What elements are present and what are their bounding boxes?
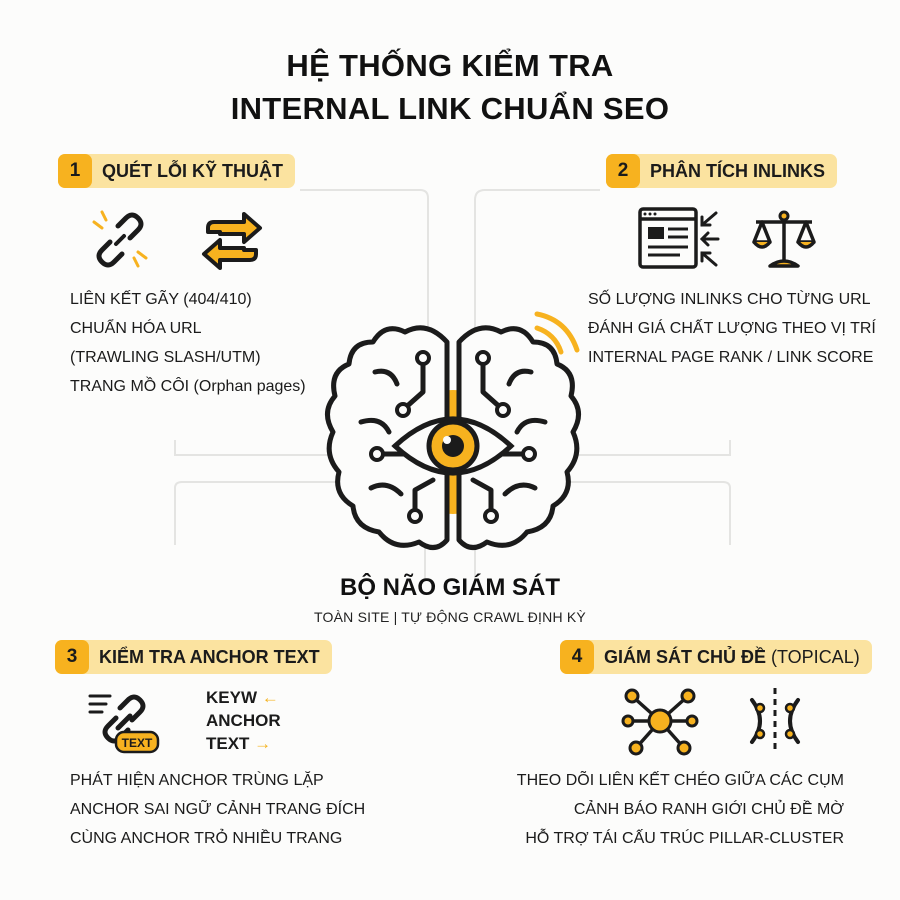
section-2-badge: 2 PHÂN TÍCH INLINKS (606, 154, 837, 188)
keyword-1: KEYW ← (206, 686, 281, 709)
section-2-line: ĐÁNH GIÁ CHẤT LƯỢNG THEO VỊ TRÍ (588, 320, 876, 337)
section-3-line: PHÁT HIỆN ANCHOR TRÙNG LẶP (70, 772, 324, 789)
section-1-label: QUÉT LỖI KỸ THUẬT (102, 160, 283, 181)
section-2-lines: SỐ LƯỢNG INLINKS CHO TỪNG URL ĐÁNH GIÁ C… (588, 285, 876, 372)
section-1-line: LIÊN KẾT GÃY (404/410) (70, 291, 252, 308)
swap-arrows-icon (202, 212, 262, 270)
keyword-3-text: TEXT (206, 734, 250, 753)
center-subtitle: TOÀN SITE | TỰ ĐỘNG CRAWL ĐỊNH KỲ (314, 609, 586, 625)
section-1-badge: 1 QUÉT LỖI KỸ THUẬT (58, 154, 295, 188)
section-4-line: THEO DÕI LIÊN KẾT CHÉO GIỮA CÁC CỤM (516, 772, 844, 789)
section-3-lines: PHÁT HIỆN ANCHOR TRÙNG LẶP ANCHOR SAI NG… (70, 766, 365, 853)
section-4-line: CẢNH BÁO RANH GIỚI CHỦ ĐỀ MỜ (573, 801, 844, 818)
section-1-line: (TRAWLING SLASH/UTM) (70, 349, 261, 366)
section-2-label: PHÂN TÍCH INLINKS (650, 160, 825, 181)
arrow-left-icon: ← (257, 688, 279, 707)
section-1-number: 1 (58, 154, 92, 188)
topic-network-icon (621, 688, 699, 756)
section-3-keywords: KEYW ← ANCHOR TEXT → (206, 686, 281, 755)
page-title-line-1: HỆ THỐNG KIỂM TRA (286, 48, 614, 83)
section-3-number: 3 (55, 640, 89, 674)
section-4-label-text: GIÁM SÁT CHỦ ĐỀ (604, 646, 766, 667)
section-2-number: 2 (606, 154, 640, 188)
link-text-icon-tag: TEXT (122, 736, 153, 750)
boundary-split-icon (750, 688, 800, 754)
section-3-line: ANCHOR SAI NGỮ CẢNH TRANG ĐÍCH (70, 801, 366, 818)
webpage-inlinks-icon (638, 207, 720, 269)
keyword-3: TEXT → (206, 732, 281, 755)
page-title-line-2: INTERNAL LINK CHUẨN SEO (230, 91, 670, 126)
section-1-lines: LIÊN KẾT GÃY (404/410) CHUẨN HÓA URL (TR… (70, 285, 306, 401)
section-4-line: HỖ TRỢ TÁI CẤU TRÚC PILLAR-CLUSTER (525, 830, 844, 847)
link-text-icon: TEXT (88, 694, 160, 754)
center-title: BỘ NÃO GIÁM SÁT (340, 574, 560, 601)
keyword-1-text: KEYW (206, 688, 257, 707)
section-3-line: CÙNG ANCHOR TRỎ NHIỀU TRANG (70, 830, 343, 847)
section-4-number: 4 (560, 640, 594, 674)
section-4-label: GIÁM SÁT CHỦ ĐỀ (TOPICAL) (594, 647, 872, 668)
section-3-badge: 3 KIỂM TRA ANCHOR TEXT (55, 640, 332, 674)
balance-scale-icon (752, 210, 816, 268)
section-4-label-suffix: (TOPICAL) (771, 646, 860, 667)
section-2-line: SỐ LƯỢNG INLINKS CHO TỪNG URL (588, 291, 871, 308)
arrow-right-icon: → (249, 734, 272, 753)
keyword-2: ANCHOR (206, 711, 281, 730)
section-1-line: TRANG MỒ CÔI (Orphan pages) (70, 378, 306, 395)
section-4-badge: 4 GIÁM SÁT CHỦ ĐỀ (TOPICAL) (560, 640, 872, 674)
section-3-label: KIỂM TRA ANCHOR TEXT (99, 646, 320, 667)
brain-eye-icon (325, 311, 581, 550)
section-4-lines: THEO DÕI LIÊN KẾT CHÉO GIỮA CÁC CỤM CẢNH… (517, 766, 844, 853)
section-1-line: CHUẨN HÓA URL (70, 320, 202, 337)
broken-link-icon (92, 210, 148, 268)
section-2-line: INTERNAL PAGE RANK / LINK SCORE (588, 349, 874, 366)
